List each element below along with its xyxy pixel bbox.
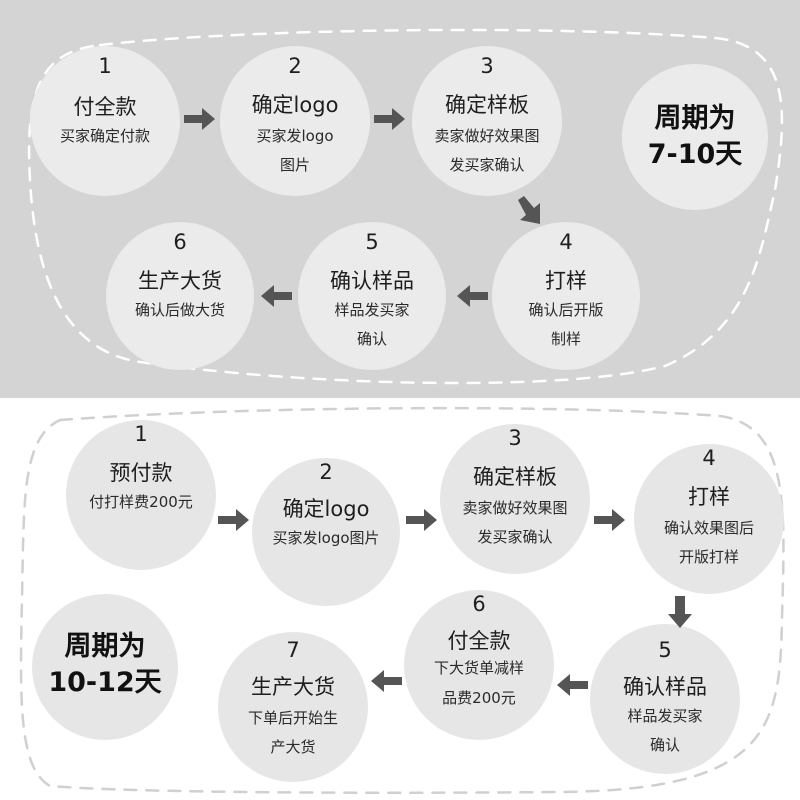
step-desc: 下单后开始生 xyxy=(247,709,338,727)
step-number: 2 xyxy=(319,460,333,484)
step-desc: 发买家确认 xyxy=(477,528,553,546)
step-number: 3 xyxy=(508,426,522,450)
step-number: 3 xyxy=(480,54,494,78)
cycle-badge: 周期为 7-10天 xyxy=(622,64,768,210)
step-desc: 卖家做好效果图 xyxy=(462,499,568,517)
step-number: 5 xyxy=(365,230,379,254)
step-title: 确定样板 xyxy=(445,93,529,117)
arrow-left-icon xyxy=(371,670,402,692)
step-2: 2 确定logo 买家发logo图片 xyxy=(252,458,400,606)
step-6: 6 付全款 下大货单减样 品费200元 xyxy=(404,590,554,740)
step-desc: 买家确定付款 xyxy=(59,127,150,145)
arrow-left-icon xyxy=(557,674,588,696)
step-desc: 卖家做好效果图 xyxy=(434,127,540,145)
dashed-outline xyxy=(27,28,784,385)
step-desc: 产大货 xyxy=(270,738,316,756)
arrow-right-icon xyxy=(184,108,215,130)
step-3: 3 确定样板 卖家做好效果图 发买家确认 xyxy=(412,46,562,196)
step-4: 4 打样 确认效果图后 开版打样 xyxy=(634,444,784,594)
step-5: 5 确认样品 样品发买家 确认 xyxy=(590,624,740,774)
step-5: 5 确认样品 样品发买家 确认 xyxy=(298,222,446,370)
step-title: 确认样品 xyxy=(623,675,707,699)
arrow-left-icon xyxy=(261,285,292,307)
step-title: 确认样品 xyxy=(330,269,414,293)
step-title: 生产大货 xyxy=(251,675,335,699)
flow-panel-10-12-days: 1 预付款 付打样费200元 2 确定logo 买家发logo图片 3 确定样板… xyxy=(0,398,800,800)
step-desc: 确认 xyxy=(356,330,387,348)
step-3: 3 确定样板 卖家做好效果图 发买家确认 xyxy=(440,424,590,574)
step-4: 4 打样 确认后开版 制样 xyxy=(492,222,640,370)
step-desc: 确认后开版 xyxy=(528,301,604,319)
arrow-down-right-icon xyxy=(518,196,540,224)
flow-panel-7-10-days: 1 付全款 买家确定付款 2 确定logo 买家发logo 图片 3 确定样板 … xyxy=(0,0,800,398)
step-desc: 制样 xyxy=(550,330,581,348)
step-desc: 图片 xyxy=(279,156,310,174)
step-desc: 下大货单减样 xyxy=(433,659,524,677)
step-number: 2 xyxy=(288,54,302,78)
step-desc: 买家发logo xyxy=(256,127,334,145)
step-number: 4 xyxy=(702,446,716,470)
cycle-days: 10-12天 xyxy=(48,667,162,698)
step-title: 打样 xyxy=(688,485,730,509)
step-2: 2 确定logo 买家发logo 图片 xyxy=(220,46,370,196)
dashed-outline xyxy=(19,406,785,794)
step-desc: 买家发logo图片 xyxy=(272,529,380,547)
step-number: 6 xyxy=(173,230,187,254)
step-desc: 开版打样 xyxy=(678,548,739,566)
step-number: 4 xyxy=(559,230,573,254)
arrow-right-icon xyxy=(406,509,437,531)
arrow-right-icon xyxy=(218,509,249,531)
step-number: 1 xyxy=(134,422,148,446)
arrow-left-icon xyxy=(457,285,488,307)
cycle-label: 周期为 xyxy=(654,103,736,134)
step-desc: 发买家确认 xyxy=(449,156,525,174)
step-number: 1 xyxy=(98,54,112,78)
cycle-days: 7-10天 xyxy=(647,139,743,170)
step-title: 预付款 xyxy=(109,461,173,485)
step-7: 7 生产大货 下单后开始生 产大货 xyxy=(218,632,368,782)
arrow-down-icon xyxy=(668,596,692,628)
step-desc: 付打样费200元 xyxy=(89,493,193,511)
step-number: 6 xyxy=(472,592,486,616)
step-title: 确定logo xyxy=(282,497,370,521)
step-title: 确定样板 xyxy=(473,465,557,489)
step-6: 6 生产大货 确认后做大货 xyxy=(106,222,254,370)
cycle-label: 周期为 xyxy=(64,631,146,662)
step-desc: 确认 xyxy=(649,736,680,754)
arrow-right-icon xyxy=(374,108,405,130)
step-title: 付全款 xyxy=(73,95,137,119)
step-desc: 样品发买家 xyxy=(334,301,410,319)
arrow-right-icon xyxy=(594,509,625,531)
step-title: 确定logo xyxy=(251,93,339,117)
step-desc: 品费200元 xyxy=(442,689,516,707)
step-number: 5 xyxy=(658,638,672,662)
step-title: 付全款 xyxy=(447,629,511,653)
step-1: 1 预付款 付打样费200元 xyxy=(66,420,216,570)
step-desc: 确认后做大货 xyxy=(134,301,225,319)
step-title: 打样 xyxy=(545,269,587,293)
step-desc: 样品发买家 xyxy=(627,707,703,725)
step-desc: 确认效果图后 xyxy=(663,519,754,537)
step-title: 生产大货 xyxy=(138,269,222,293)
step-number: 7 xyxy=(286,638,300,662)
cycle-badge: 周期为 10-12天 xyxy=(32,594,178,740)
step-1: 1 付全款 买家确定付款 xyxy=(30,46,180,196)
